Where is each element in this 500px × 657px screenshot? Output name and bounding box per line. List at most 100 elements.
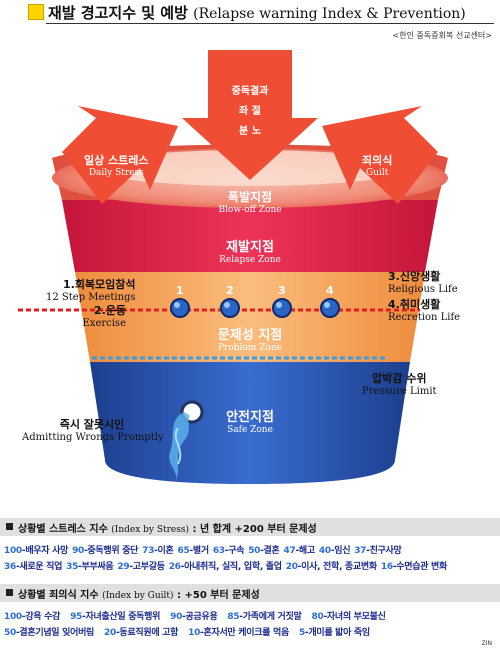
blowoff-zone-ko: 폭발지점 (227, 190, 273, 204)
left-arrow-label: 일상 스트레스 Daily Stress (84, 152, 149, 178)
index-item-value: 80 (311, 612, 324, 622)
guilt-head-en: (Index by Guilt) (102, 591, 174, 601)
top-arrow-label: 중독결과 좌 절 분 노 (218, 82, 282, 142)
index-item-label: -자녀출산일 중독행위 (82, 612, 161, 622)
index-item: 90-중독행위 중단 (72, 546, 138, 556)
recreation-ko: 4.취미생활 (388, 298, 441, 311)
index-item-value: 20 (285, 562, 298, 572)
valve-2-icon (220, 298, 240, 318)
index-item: 5-개미를 밟아 죽임 (299, 628, 370, 638)
guilt-en: Guilt (366, 168, 389, 178)
meetings-ko: 1.회복모임참석 (62, 278, 136, 291)
blowoff-zone-en: Blow-off Zone (218, 205, 282, 215)
index-item: 20-이사, 전학, 종교변화 (286, 562, 377, 572)
daily-stress-ko: 일상 스트레스 (84, 154, 149, 167)
page-title: 재발 경고지수 및 예방 (Relapse warning Index & Pr… (48, 2, 466, 23)
index-item-value: 50 (4, 628, 16, 638)
relapse-zone-en: Relapse Zone (219, 255, 281, 265)
index-item: 95-자녀출산일 중독행위 (70, 612, 160, 622)
index-item-value: 65 (177, 546, 190, 556)
left-arrow (62, 106, 178, 204)
index-item-label: -배우자 사망 (21, 546, 69, 556)
index-item-value: 36 (4, 562, 16, 572)
religious-label: 3.신앙생활 Religious Life (388, 268, 458, 295)
index-item-label: -결혼 (260, 546, 280, 556)
index-item-label: -새로운 직업 (15, 562, 63, 572)
safe-zone-ko: 안전지점 (226, 410, 274, 425)
valve-2-number: 2 (226, 284, 234, 297)
right-arrow-label: 죄의식 Guilt (362, 152, 392, 178)
guilt-index-section: 상황별 죄의식 지수 (Index by Guilt) : +50 부터 문제성… (0, 584, 500, 640)
index-item-value: 95 (70, 612, 83, 622)
index-item-label: -결혼기념일 잊어버림 (15, 628, 95, 638)
index-item-label: -개미를 밟아 죽임 (304, 628, 370, 638)
index-item: 20-동료직원에 고함 (104, 628, 178, 638)
top-arrow-line-3: 분 노 (239, 126, 261, 137)
blowoff-zone-label: 폭발지점 Blow-off Zone (200, 188, 300, 215)
index-item-label: -강욕 수감 (21, 612, 61, 622)
index-item-label: -친구사망 (366, 546, 402, 556)
drain-spout-icon (169, 400, 204, 480)
stress-section-title: 상황별 스트레스 지수 (Index by Stress) : 년 합계 +20… (18, 520, 317, 535)
religious-ko: 3.신앙생활 (388, 270, 441, 283)
index-item: 35-부부싸움 (66, 562, 114, 572)
index-item: 90-공금유용 (170, 612, 218, 622)
index-item: 47-해고 (283, 546, 316, 556)
index-item-label: -혼자서만 케이크를 먹음 (200, 628, 289, 638)
admit-ko: 즉시 잘못시인 (59, 418, 125, 431)
index-item-value: 90 (72, 546, 84, 556)
admit-en: Admitting Wrongs Promptly (22, 432, 164, 443)
index-item-value: 5 (298, 628, 305, 638)
footer-mark: ZIN (481, 640, 492, 647)
index-item-label: -구속 (224, 546, 245, 556)
index-item: 85-가족에게 거짓말 (227, 612, 301, 622)
index-item-value: 50 (248, 546, 261, 556)
stress-head-ko: 상황별 스트레스 지수 (18, 524, 108, 535)
index-item: 10-혼자서만 케이크를 먹음 (188, 628, 289, 638)
title-bar: 재발 경고지수 및 예방 (Relapse warning Index & Pr… (0, 0, 500, 24)
index-item-label: -임신 (330, 546, 351, 556)
index-item: 65-별거 (177, 546, 210, 556)
valve-3-number: 3 (278, 284, 286, 297)
index-item-value: 29 (117, 562, 130, 572)
relapse-zone-label: 재발지점 Relapse Zone (200, 236, 300, 265)
problem-zone-en: Problom Zone (217, 343, 283, 353)
exercise-en: Exercise (82, 318, 127, 329)
top-arrow-line-2: 좌 절 (239, 106, 261, 117)
index-line: 50-결혼기념일 잊어버림 20-동료직원에 고함 10-혼자서만 케이크를 먹음 5… (4, 625, 370, 638)
recreation-label: 4.취미생활 Recretion Life (388, 296, 460, 323)
stress-head-en: (Index by Stress) (111, 525, 190, 535)
index-item-value: 90 (170, 612, 183, 622)
index-line: 100-강욕 수감 95-자녀출산일 중독행위 90-공금유용 85-가족에게 거짓말… (4, 609, 386, 622)
index-item: 100-강욕 수감 (4, 612, 60, 622)
index-item: 26-아내취직, 실직, 입학, 졸업 (169, 562, 282, 572)
exercise-label: 2.운동 Exercise (80, 302, 127, 329)
index-item-value: 37 (354, 546, 367, 556)
safe-zone-en: Safe Zone (227, 425, 273, 435)
index-item-value: 16 (380, 562, 393, 572)
top-arrow-line-1: 중독결과 (231, 86, 269, 97)
index-item: 50-결혼기념일 잊어버림 (4, 628, 94, 638)
index-item-value: 85 (227, 612, 240, 622)
valve-1-number: 1 (176, 284, 184, 297)
guilt-section-title: 상황별 죄의식 지수 (Index by Guilt) : +50 부터 문제성 (18, 586, 260, 601)
title-english: (Relapse warning Index & Prevention) (193, 6, 466, 22)
recreation-en: Recretion Life (388, 312, 461, 323)
pressure-label: 압박감 수위 Pressure Limit (362, 370, 437, 397)
guilt-head-tail: : +50 부터 문제성 (177, 590, 260, 601)
bullet-square-icon (6, 523, 13, 530)
admit-label: 즉시 잘못시인 Admitting Wrongs Promptly (22, 416, 164, 443)
index-item: 80-자녀의 부모불신 (312, 612, 386, 622)
index-item-label: -아내취직, 실직, 입학, 졸업 (180, 562, 282, 572)
index-item-value: 100 (4, 612, 22, 622)
relapse-zone-band (62, 200, 438, 272)
meetings-label: 1.회복모임참석 12 Step Meetings (46, 276, 136, 303)
index-item-value: 47 (283, 546, 296, 556)
index-item-value: 40 (318, 546, 331, 556)
index-item-label: -부부싸움 (78, 562, 114, 572)
index-item-value: 73 (142, 546, 155, 556)
index-item-label: -별거 (189, 546, 209, 556)
index-item-value: 63 (212, 546, 225, 556)
index-item: 73-이혼 (142, 546, 174, 556)
index-item-label: -이혼 (154, 546, 174, 556)
